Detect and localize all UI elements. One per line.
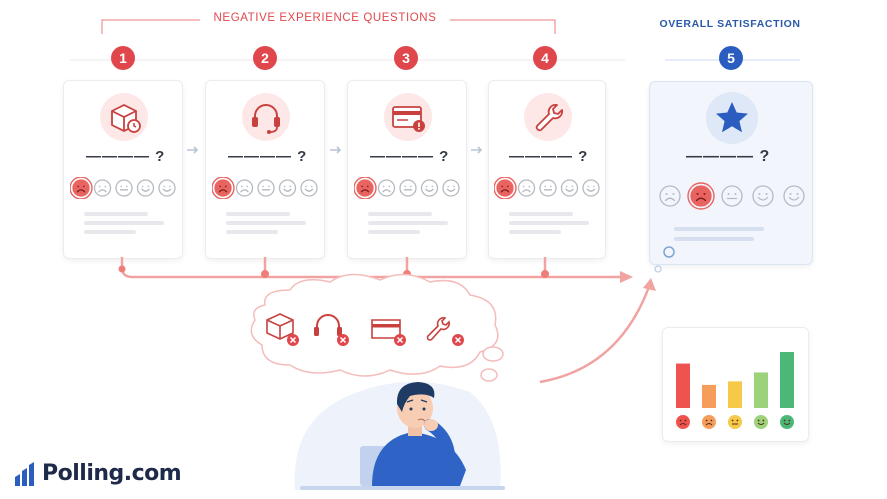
credit-card-alert-icon <box>384 93 432 141</box>
question-card-1: ———— ? <box>63 80 183 259</box>
bar-5 <box>780 352 794 408</box>
bar-2 <box>702 384 716 408</box>
wrench-icon <box>524 93 572 141</box>
unhappy-face-icon[interactable] <box>377 179 396 197</box>
step-badge-1: 1 <box>111 46 135 70</box>
overall-satisfaction-card: ———— ? <box>649 81 813 265</box>
very-happy-face-icon[interactable] <box>783 185 805 207</box>
very-happy-face-icon[interactable] <box>158 179 176 197</box>
thinking-person <box>372 382 466 486</box>
polling-logo-icon <box>15 462 34 486</box>
question-card-3: ———— ? <box>347 80 467 259</box>
thought-cloud <box>250 273 504 382</box>
question-placeholder: ———— ? <box>228 148 308 165</box>
question-card-2: ———— ? <box>205 80 325 259</box>
unhappy-face-icon[interactable] <box>517 179 536 197</box>
unhappy-face-icon[interactable] <box>93 179 112 197</box>
neutral-face-icon[interactable] <box>721 185 743 207</box>
happy-face-icon[interactable] <box>136 179 155 197</box>
emoji-rating-row[interactable] <box>494 177 604 199</box>
emoji-rating-row[interactable] <box>354 177 464 199</box>
text-line <box>226 230 278 234</box>
text-line <box>84 221 164 225</box>
question-placeholder: ———— ? <box>86 148 166 165</box>
text-line <box>509 212 573 216</box>
very-unhappy-face-icon[interactable] <box>354 177 377 199</box>
question-placeholder: ———— ? <box>509 148 589 165</box>
text-line <box>674 237 754 241</box>
unhappy-emoji-icon <box>702 415 716 429</box>
very-unhappy-face-icon[interactable] <box>212 177 235 199</box>
very-unhappy-face-icon[interactable] <box>659 185 681 207</box>
text-line <box>226 212 290 216</box>
very-happy-face-icon[interactable] <box>582 179 600 197</box>
step-badge-5: 5 <box>719 46 743 70</box>
text-line <box>226 221 306 225</box>
bar-3 <box>728 381 742 408</box>
step-badge-2: 2 <box>253 46 277 70</box>
emoji-rating-row[interactable] <box>70 177 180 199</box>
text-line <box>368 212 432 216</box>
bar-4 <box>754 372 768 408</box>
neutral-face-icon[interactable] <box>257 179 275 197</box>
package-clock-icon <box>100 93 148 141</box>
very-happy-face-icon[interactable] <box>300 179 318 197</box>
text-line <box>509 230 561 234</box>
question-card-4: ———— ? <box>488 80 606 259</box>
step-badge-4: 4 <box>533 46 557 70</box>
overall-emoji-rating-row[interactable] <box>656 180 808 212</box>
text-line <box>368 221 448 225</box>
question-placeholder: ———— ? <box>686 148 771 165</box>
satisfaction-section-title: OVERALL SATISFACTION <box>659 18 801 30</box>
happy-emoji-icon <box>754 415 768 429</box>
neutral-emoji-icon <box>728 415 742 429</box>
step-badge-3: 3 <box>394 46 418 70</box>
bar-chart <box>676 352 794 429</box>
arrow-right-icon <box>187 146 483 154</box>
neutral-face-icon[interactable] <box>115 179 133 197</box>
question-placeholder: ———— ? <box>370 148 450 165</box>
emoji-rating-row[interactable] <box>212 177 322 199</box>
very-unhappy-face-icon[interactable] <box>494 177 517 199</box>
happy-face-icon[interactable] <box>560 179 579 197</box>
text-line <box>84 230 136 234</box>
very-unhappy-emoji-icon <box>676 415 690 429</box>
satisfaction-bar-chart-card <box>662 327 809 442</box>
text-line <box>674 227 764 231</box>
unhappy-face-icon[interactable] <box>235 179 254 197</box>
x-badge-icons <box>287 334 464 346</box>
text-line <box>84 212 148 216</box>
happy-face-icon[interactable] <box>420 179 439 197</box>
bar-1 <box>676 363 690 408</box>
negative-section-title: NEGATIVE EXPERIENCE QUESTIONS <box>200 12 450 24</box>
text-line <box>368 230 420 234</box>
star-icon <box>706 92 758 144</box>
unhappy-face-icon[interactable] <box>687 182 715 210</box>
happy-face-icon[interactable] <box>278 179 297 197</box>
very-happy-emoji-icon <box>780 415 794 429</box>
text-line <box>509 221 589 225</box>
neutral-face-icon[interactable] <box>399 179 417 197</box>
very-unhappy-face-icon[interactable] <box>70 177 93 199</box>
brand-name: Polling.com <box>42 461 182 486</box>
happy-face-icon[interactable] <box>752 185 774 207</box>
neutral-face-icon[interactable] <box>539 179 557 197</box>
headset-icon <box>242 93 290 141</box>
very-happy-face-icon[interactable] <box>442 179 460 197</box>
